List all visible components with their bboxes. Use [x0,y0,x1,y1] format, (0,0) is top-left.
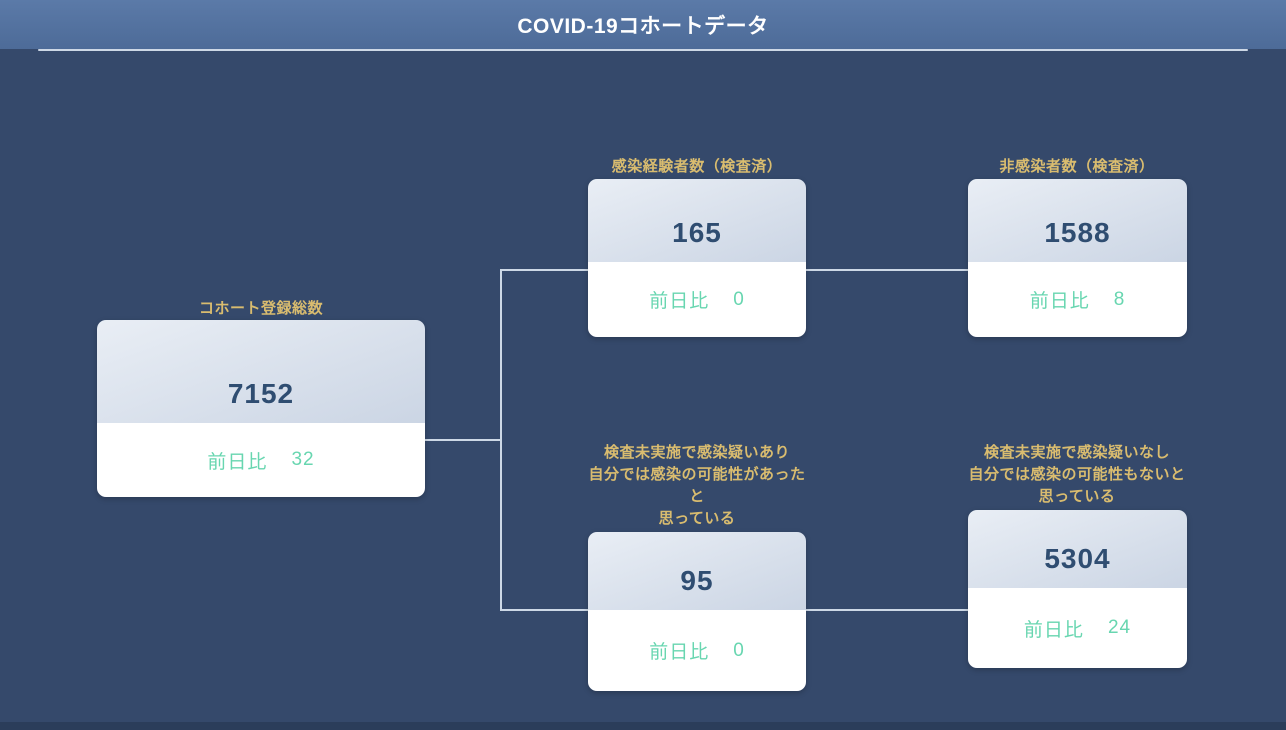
untested-not-suspected-delta-section: 前日比 24 [968,588,1187,668]
header-divider [38,49,1248,51]
untested-suspected-delta-section: 前日比 0 [588,610,806,691]
untested-not-suspected-value-section: 5304 [968,510,1187,588]
delta-value: 24 [1107,617,1132,638]
not-infected-tested-delta-section: 前日比 8 [968,262,1187,337]
infected-tested-value: 165 [672,217,722,248]
cohort-total-label: コホート登録総数 [198,300,323,317]
delta-label: 前日比 [1023,619,1084,641]
connector-branch-vertical [500,269,502,611]
infected-tested-label: 感染経験者数（検査済） [611,158,783,175]
infected-tested-value-section: 165 [588,179,806,262]
untested-suspected-value-section: 95 [588,532,806,610]
untested-not-suspected-value: 5304 [1044,543,1111,574]
connector-root-to-branch [425,439,502,441]
cohort-total-value-section: 7152 [97,320,425,423]
delta-value: 0 [733,288,745,310]
untested-not-suspected-card: 5304 前日比 24 [968,510,1187,668]
infected-tested-delta-section: 前日比 0 [588,262,806,337]
not-infected-tested-value-section: 1588 [968,179,1187,262]
not-infected-tested-label: 非感染者数（検査済） [999,158,1155,175]
delta-value: 8 [1113,288,1126,310]
cohort-total-card: 7152 前日比 32 [97,320,425,497]
delta-label: 前日比 [649,642,710,663]
page-title: COVID-19コホートデータ [517,14,769,38]
delta-value: 0 [733,639,745,661]
delta-label: 前日比 [207,451,268,473]
footer-bar [0,722,1286,730]
delta-label: 前日比 [649,291,710,312]
untested-suspected-value: 95 [680,565,714,596]
not-infected-tested-value: 1588 [1044,217,1111,248]
cohort-total-value: 7152 [227,378,295,409]
header-bar: COVID-19コホートデータ [0,0,1286,49]
delta-label: 前日比 [1029,291,1090,312]
infected-tested-card: 165 前日比 0 [588,179,806,337]
delta-value: 32 [291,449,315,470]
untested-suspected-card: 95 前日比 0 [588,532,806,691]
cohort-total-delta-section: 前日比 32 [97,423,425,497]
not-infected-tested-card: 1588 前日比 8 [968,179,1187,337]
untested-not-suspected-label: 検査未実施で感染疑いなし 自分では感染の可能性もないと 思っている [968,444,1186,505]
untested-suspected-label: 検査未実施で感染疑いあり 自分では感染の可能性があった と 思っている [588,444,806,527]
